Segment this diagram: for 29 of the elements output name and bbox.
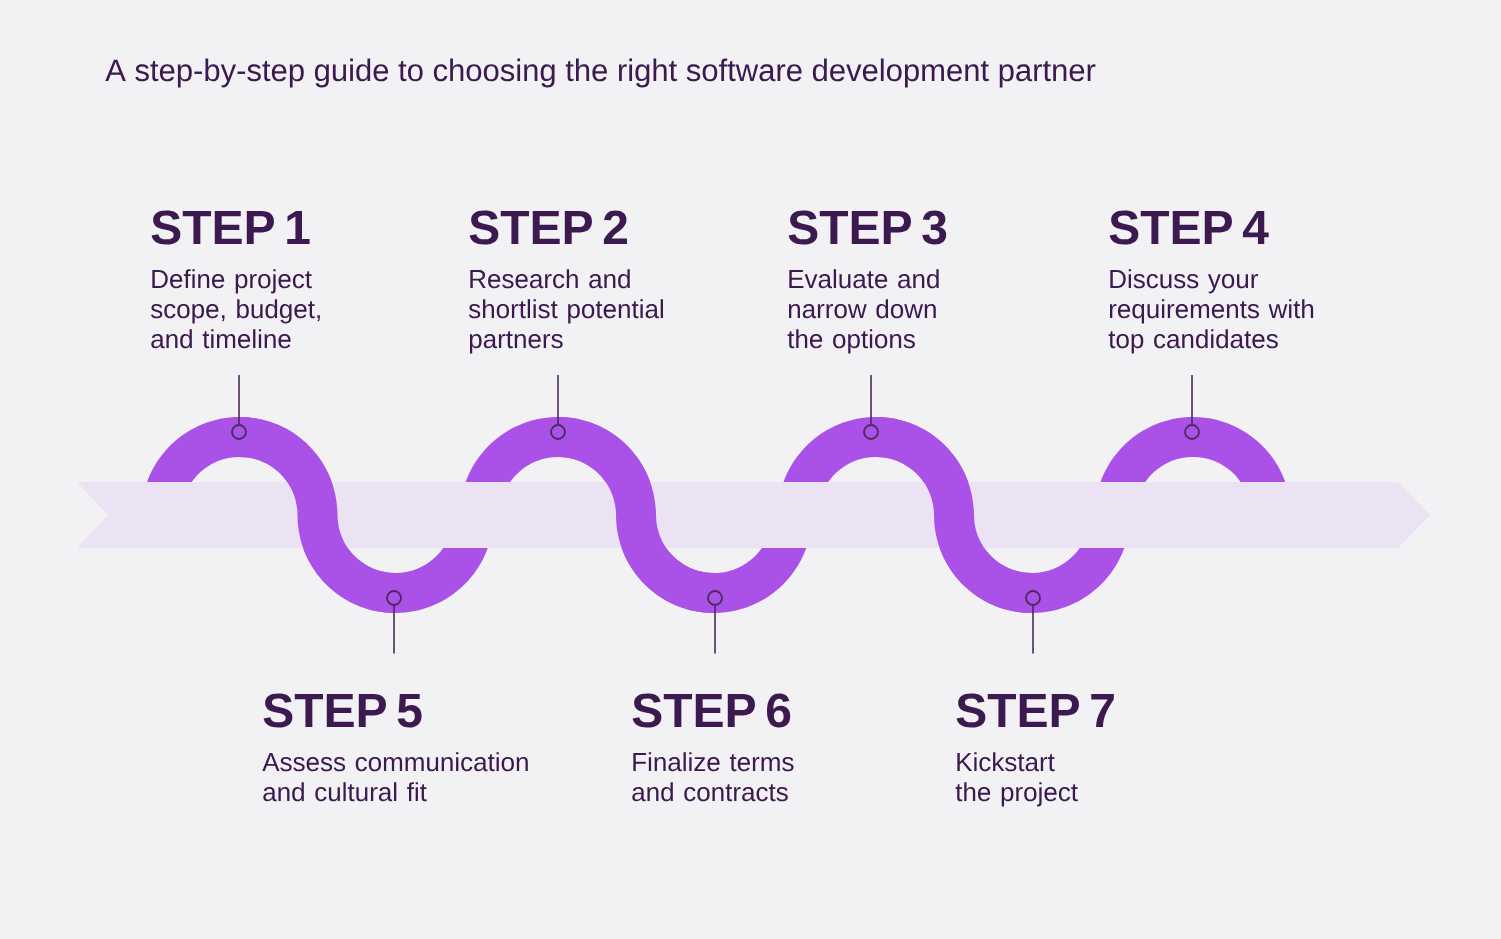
step-heading: STEP 4 bbox=[1109, 210, 1269, 245]
step-description: Evaluate and narrow down the options bbox=[787, 269, 939, 354]
step-heading: STEP 7 bbox=[956, 693, 1114, 728]
circle-marker bbox=[707, 590, 723, 606]
step-heading: STEP 1 bbox=[151, 210, 310, 245]
circle-marker bbox=[1025, 590, 1041, 606]
circle-marker bbox=[386, 590, 402, 606]
leader-line bbox=[870, 374, 872, 425]
circle-marker bbox=[863, 424, 879, 440]
leader-line bbox=[393, 605, 395, 655]
step-description: Finalize terms and contracts bbox=[632, 752, 794, 802]
step-description: Kickstart the project bbox=[955, 752, 1078, 807]
leader-line bbox=[238, 374, 240, 425]
step-description: Define project scope, budget, and timeline bbox=[150, 269, 320, 349]
title: A step-by-step guide to choosing the right software development partner bbox=[105, 58, 1096, 88]
circle-marker bbox=[231, 424, 247, 440]
step-description: Research and shortlist potential partners bbox=[468, 269, 663, 354]
leader-line bbox=[557, 374, 559, 425]
leader-line bbox=[714, 605, 716, 655]
circle-marker bbox=[1184, 424, 1200, 440]
leader-line bbox=[1032, 605, 1034, 655]
step-heading: STEP 5 bbox=[263, 693, 422, 728]
leader-line bbox=[1191, 374, 1193, 425]
step-heading: STEP 2 bbox=[469, 210, 627, 245]
circle-marker bbox=[550, 424, 566, 440]
step-heading: STEP 6 bbox=[632, 693, 791, 728]
step-description: Discuss your requirements with top candidates bbox=[1108, 269, 1314, 354]
step-heading: STEP 3 bbox=[788, 210, 947, 245]
step-description: Assess communication and cultural fit bbox=[262, 752, 528, 802]
